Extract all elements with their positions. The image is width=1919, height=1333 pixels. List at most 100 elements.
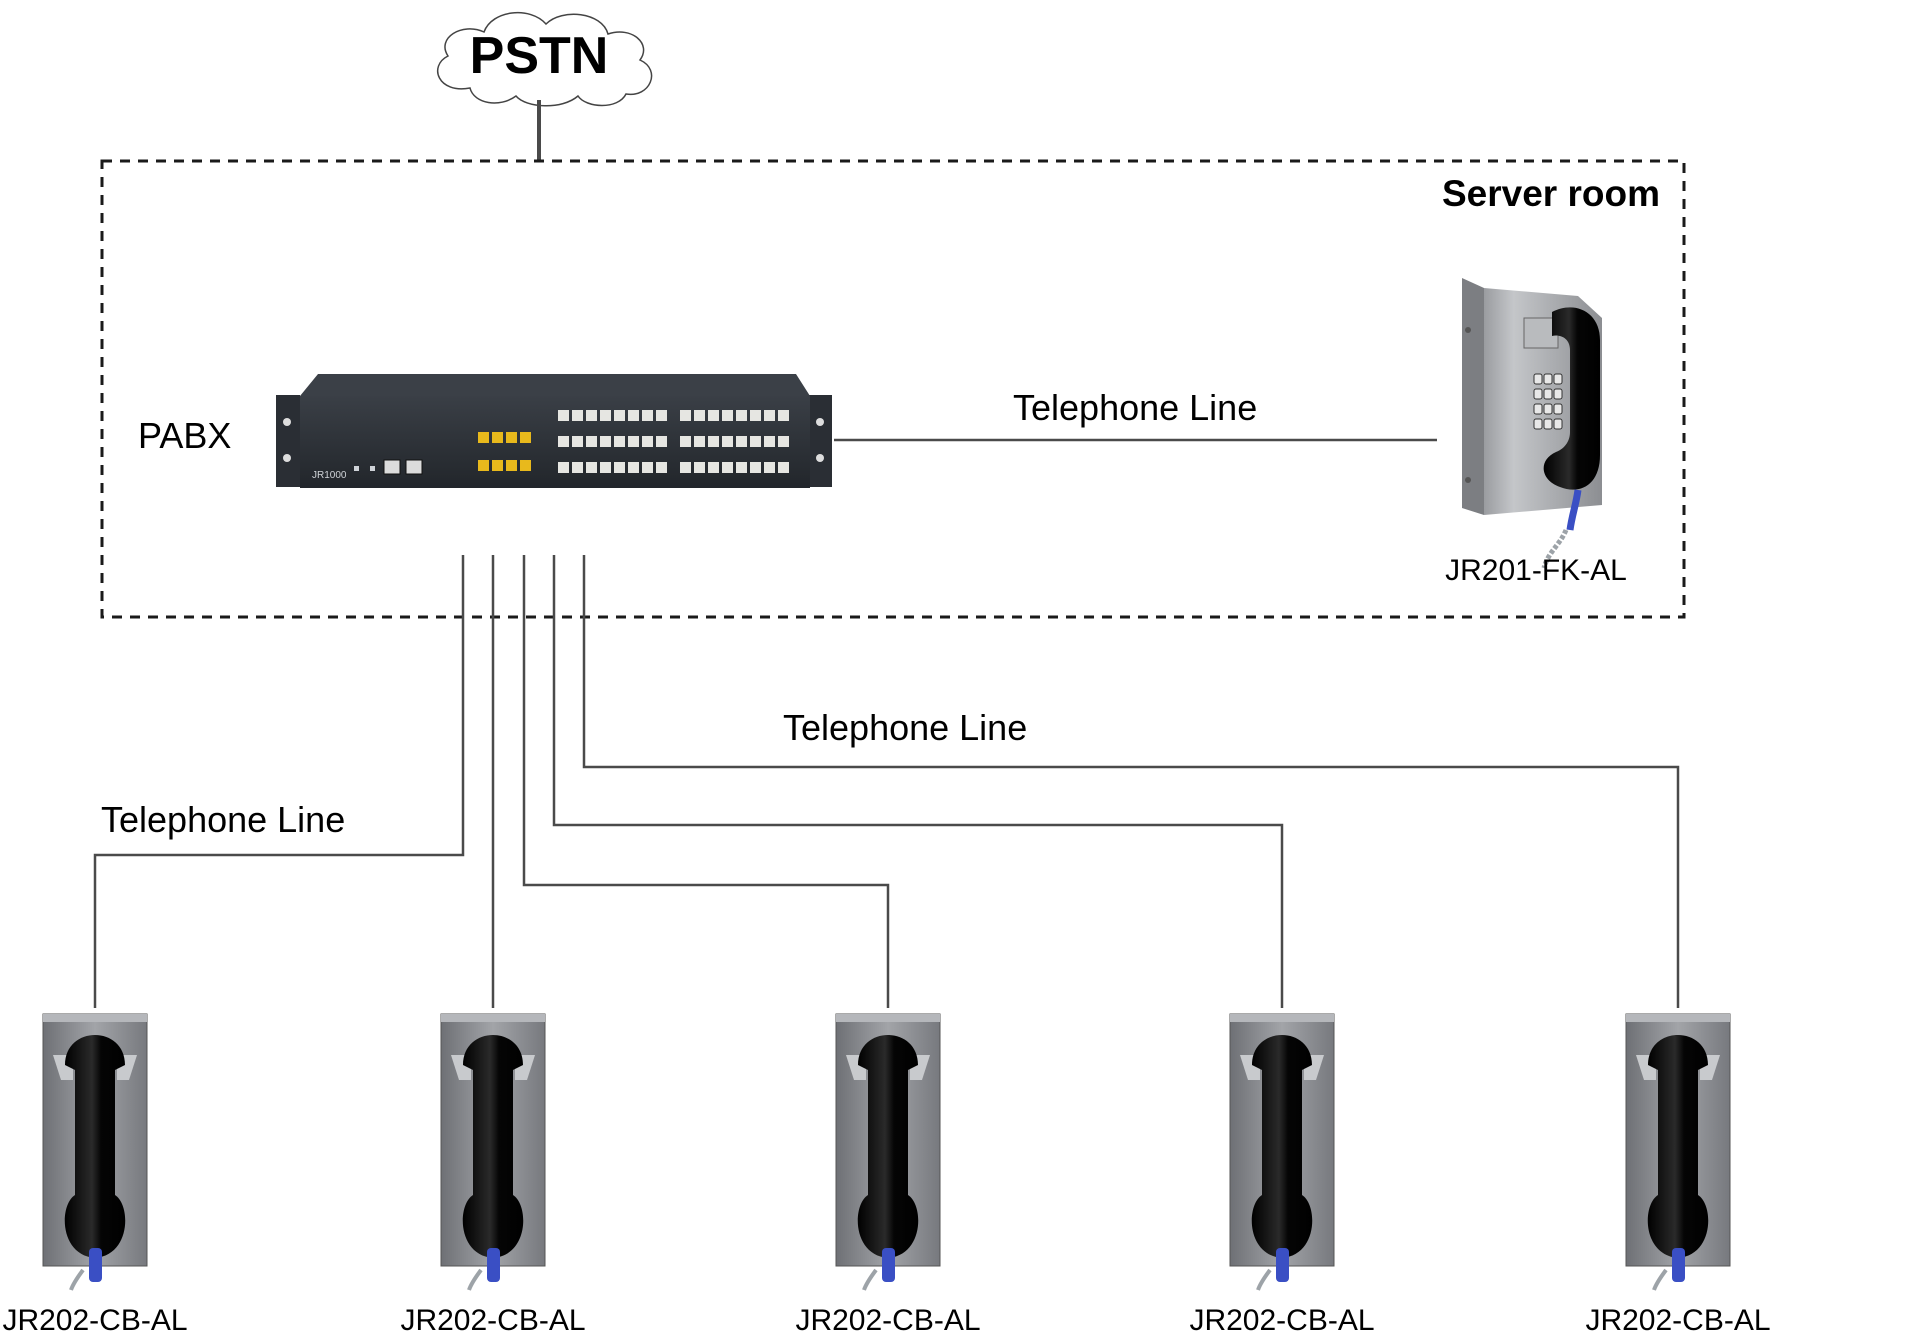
rack-hole [816,454,824,462]
cord [89,1248,102,1282]
extension-port [764,410,775,421]
keypad-button [1553,403,1563,415]
extension-port [614,410,625,421]
pstn-cloud: PSTN [437,11,653,107]
keypad-button [1533,418,1543,430]
trunk-port [520,460,531,471]
extension-port [600,436,611,447]
pstn-label: PSTN [470,27,609,85]
cord [1566,489,1582,531]
keypad-button [1543,418,1553,430]
handset-icon [1251,1035,1313,1258]
keypad-button [1533,373,1543,385]
wall-phone-3: JR202-CB-AL [795,1013,981,1333]
extension-port [750,410,761,421]
line-to-phone-5 [582,555,1680,1008]
extension-port [680,462,691,473]
server-room-title: Server room [1442,173,1660,214]
phone-model-label: JR202-CB-AL [1585,1304,1770,1333]
pabx-model-text: JR1000 [312,470,347,481]
jr201-phone: JR201-FK-AL [1445,278,1627,587]
extension-port [558,410,569,421]
trunk-port [520,432,531,443]
handset-icon [462,1035,524,1258]
screw [1465,477,1471,483]
extension-port [722,436,733,447]
phone-model-label: JR202-CB-AL [2,1304,187,1333]
keypad-button [1543,403,1553,415]
extension-port [628,462,639,473]
keypad [1533,373,1563,430]
phone-model-label: JR202-CB-AL [1189,1304,1374,1333]
extension-port [694,410,705,421]
pabx-device: JR1000 [276,374,832,488]
extension-port [600,462,611,473]
handset-icon [1543,307,1600,490]
extension-port [680,410,691,421]
extension-port [614,462,625,473]
extension-port [642,410,653,421]
extension-port [628,410,639,421]
rack-top [300,374,810,396]
extension-port [708,410,719,421]
keypad-button [1543,388,1553,400]
extension-port-block [558,410,789,473]
extension-port [750,462,761,473]
extension-port [656,462,667,473]
extension-port [708,462,719,473]
extension-port [572,410,583,421]
extension-port [586,410,597,421]
cord [487,1248,500,1282]
left-line-label: Telephone Line [101,799,345,840]
cable [1541,528,1569,569]
extension-port [614,436,625,447]
cord [1672,1248,1685,1282]
handset-icon [857,1035,919,1258]
extension-port [736,436,747,447]
led-indicator [354,466,359,471]
trunk-port-block [478,432,531,471]
trunk-port [478,432,489,443]
keypad-button [1533,403,1543,415]
rj45-port [405,459,423,475]
keypad-button [1543,373,1553,385]
cloud-shape [437,11,653,107]
trunk-port [492,432,503,443]
rack-ear-left [276,395,300,487]
extension-port [764,436,775,447]
cord [1276,1248,1289,1282]
plate-top-edge [1230,1014,1334,1022]
extension-port [680,436,691,447]
cable [467,1268,483,1291]
trunk-port [506,460,517,471]
extension-port [586,462,597,473]
plate-top-edge [836,1014,940,1022]
wall-phone-5: JR202-CB-AL [1585,1013,1771,1333]
cord [882,1248,895,1282]
rack-hole [283,454,291,462]
line-to-phone-1 [93,555,465,1008]
extension-port [764,462,775,473]
wall-phone-4: JR202-CB-AL [1189,1013,1375,1333]
screw [1465,327,1471,333]
rack-front [300,396,810,488]
cable [69,1268,85,1291]
rack-ear-right [808,395,832,487]
extension-port [778,462,789,473]
trunk-port [492,460,503,471]
extension-port [778,436,789,447]
trunk-port [478,460,489,471]
downlink-wires [93,555,1680,1008]
keypad-button [1553,418,1563,430]
trunk-port [506,432,517,443]
jr201-model-label: JR201-FK-AL [1445,554,1627,587]
server-room-boundary [100,159,1686,619]
extension-port [558,462,569,473]
led-indicator [370,466,375,471]
keypad-button [1553,388,1563,400]
rack-hole [816,418,824,426]
extension-port [656,410,667,421]
extension-port [656,436,667,447]
cable [1256,1268,1272,1291]
extension-port [586,436,597,447]
